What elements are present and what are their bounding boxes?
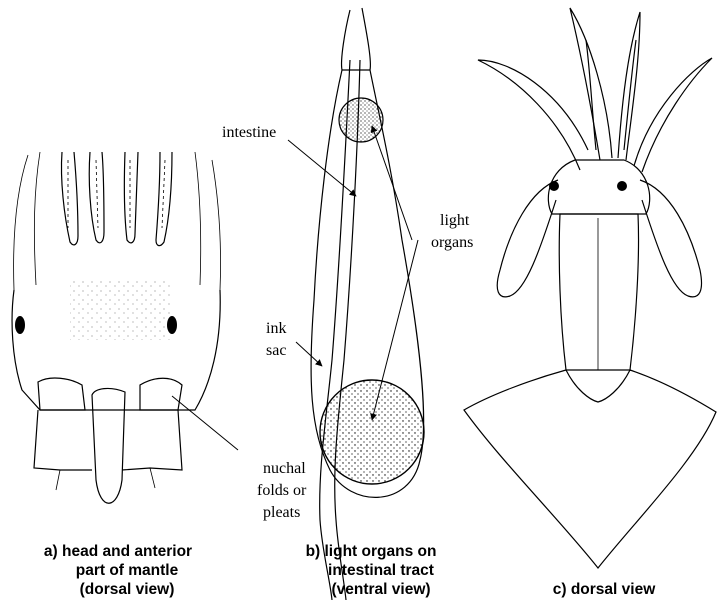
drawing-c-squid-dorsal	[464, 8, 716, 568]
caption-b: b) light organs on intestinal tract (ven…	[306, 543, 437, 598]
caption-b-line3: (ventral view)	[331, 581, 430, 598]
arm-suckers-group	[61, 152, 172, 246]
caption-c: c) dorsal view	[553, 581, 656, 598]
label-light-organs-2: organs	[431, 234, 473, 251]
squid-fins	[464, 370, 716, 568]
left-eye	[15, 316, 25, 334]
light-organ-upper	[339, 98, 383, 142]
label-ink-sac-2: sac	[266, 342, 286, 359]
label-light-organs-1: light	[440, 212, 470, 229]
light-organ-lower	[320, 380, 424, 484]
drawing-a-head-dorsal	[12, 152, 238, 503]
squid-head	[548, 160, 649, 214]
funnel	[92, 388, 125, 503]
label-nuchal-1: nuchal	[263, 460, 306, 477]
nuchal-folds	[38, 378, 182, 410]
caption-c-line1: c) dorsal view	[553, 581, 656, 598]
squid-right-eye	[617, 181, 627, 191]
ink-sac-leader	[296, 342, 322, 366]
label-nuchal-2: folds or	[257, 482, 307, 499]
caption-a-line1: a) head and anterior	[44, 543, 192, 560]
caption-b-line2: intestinal tract	[328, 562, 434, 579]
mantle-anterior	[34, 410, 182, 470]
label-intestine: intestine	[222, 124, 276, 141]
caption-a: a) head and anterior part of mantle (dor…	[44, 543, 192, 598]
label-nuchal-3: pleats	[263, 504, 300, 521]
right-eye	[167, 316, 177, 334]
light-organ-leader-upper	[372, 126, 412, 240]
intestine-tube	[320, 60, 350, 600]
drawing-b-intestinal-tract	[288, 8, 424, 600]
caption-a-line3: (dorsal view)	[80, 581, 175, 598]
squid-mantle	[559, 214, 638, 370]
label-ink-sac-1: ink	[266, 320, 286, 337]
squid-left-eye	[549, 181, 559, 191]
caption-a-line2: part of mantle	[76, 562, 179, 579]
caption-b-line1: b) light organs on	[306, 543, 437, 560]
